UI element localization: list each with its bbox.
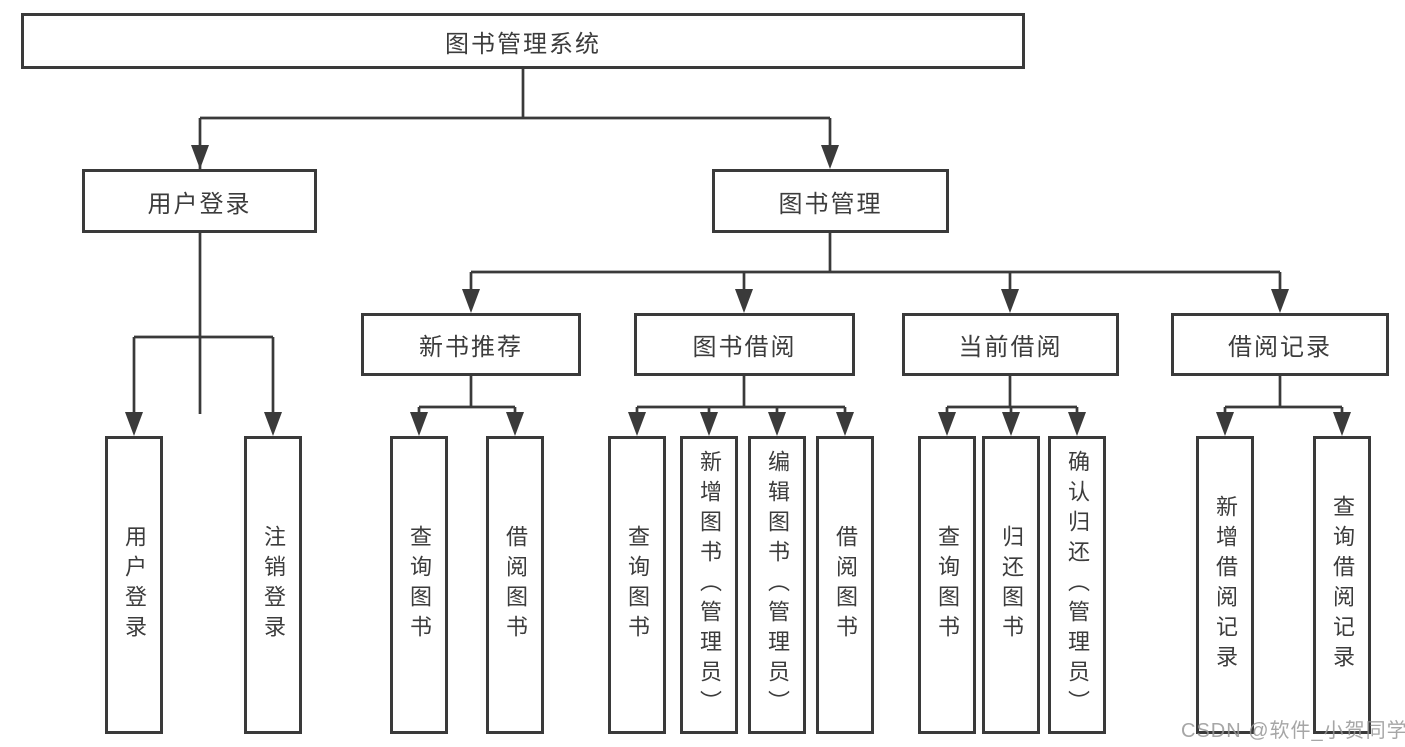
leaf-query-borrow-record: 查询借阅记录	[1313, 436, 1371, 734]
node-book-management: 图书管理	[712, 169, 949, 233]
node-new-book-recommend: 新书推荐	[361, 313, 581, 376]
node-current-borrow: 当前借阅	[902, 313, 1119, 376]
node-root: 图书管理系统	[21, 13, 1025, 69]
leaf-logout: 注销登录	[244, 436, 302, 734]
leaf-return-books: 归还图书	[982, 436, 1040, 734]
leaf-borrow-books-recommend: 借阅图书	[486, 436, 544, 734]
node-user-login: 用户登录	[82, 169, 317, 233]
leaf-query-books-recommend: 查询图书	[390, 436, 448, 734]
leaf-confirm-return-admin: 确认归还（管理员）	[1048, 436, 1106, 734]
leaf-query-books-current: 查询图书	[918, 436, 976, 734]
leaf-borrow-books: 借阅图书	[816, 436, 874, 734]
leaf-edit-book-admin: 编辑图书（管理员）	[748, 436, 806, 734]
node-book-borrow: 图书借阅	[634, 313, 855, 376]
leaf-add-book-admin: 新增图书（管理员）	[680, 436, 738, 734]
watermark: CSDN @软件_小贺同学	[1181, 720, 1405, 742]
leaf-query-books-borrow: 查询图书	[608, 436, 666, 734]
leaf-add-borrow-record: 新增借阅记录	[1196, 436, 1254, 734]
leaf-user-login: 用户登录	[105, 436, 163, 734]
node-borrow-records: 借阅记录	[1171, 313, 1389, 376]
